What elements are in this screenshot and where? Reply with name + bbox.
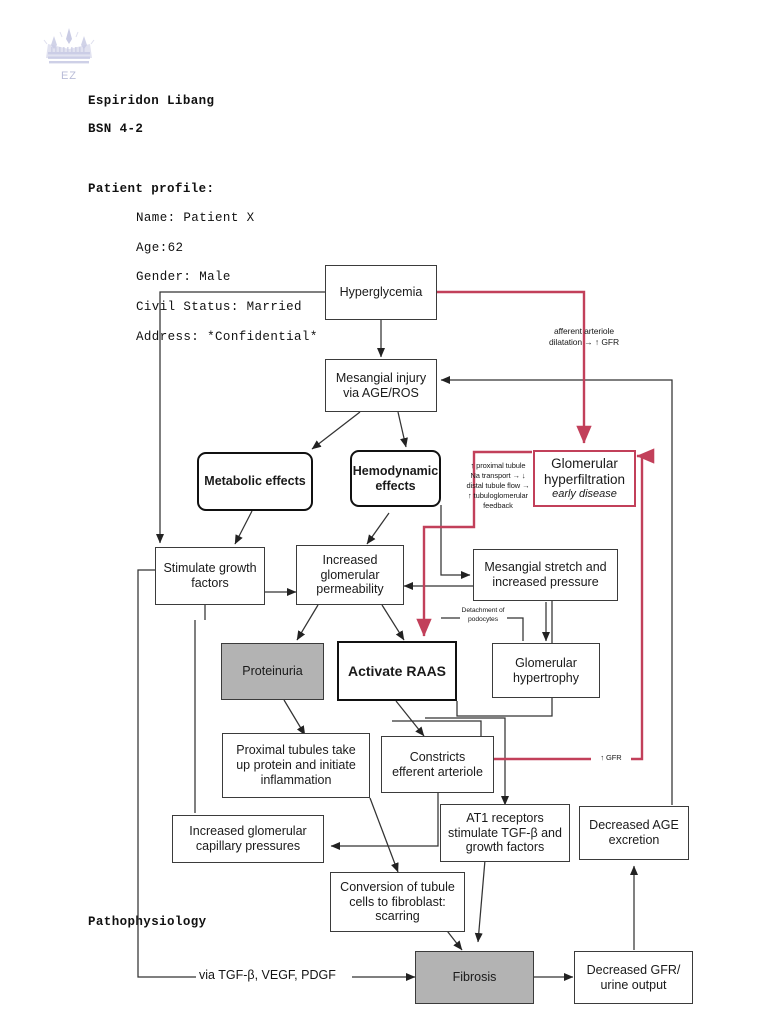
node-label: Fibrosis (452, 970, 497, 985)
node-at1-receptors[interactable]: AT1 receptors stimulate TGF-β and growth… (440, 804, 570, 862)
node-label-line3: inflammation (260, 772, 332, 787)
node-increased-glomerular-capillary-pressures[interactable]: Increased glomerular capillary pressures (172, 815, 324, 863)
profile-field-address: Address: *Confidential* (136, 330, 318, 344)
node-label-line1: AT1 receptors (466, 810, 544, 825)
node-decreased-age-excretion[interactable]: Decreased AGE excretion (579, 806, 689, 860)
node-mesangial-injury[interactable]: Mesangial injury via AGE/ROS (325, 359, 437, 412)
node-label-line2: up protein and initiate (236, 758, 356, 773)
node-label-line3: permeability (316, 582, 384, 597)
node-proteinuria[interactable]: Proteinuria (221, 643, 324, 700)
node-label-line1: Mesangial injury (335, 370, 427, 385)
profile-field-age: Age:62 (136, 241, 184, 255)
node-glomerular-hypertrophy[interactable]: Glomerular hypertrophy (492, 643, 600, 698)
node-label-line1: Glomerular (551, 456, 618, 471)
annotation-line2: podocytes (467, 615, 499, 623)
node-label-line1: Glomerular (515, 655, 577, 670)
node-sublabel: early disease (552, 487, 617, 500)
node-label: Activate RAAS (347, 662, 447, 679)
patient-profile-heading: Patient profile: (88, 182, 215, 196)
node-fibrosis[interactable]: Fibrosis (415, 951, 534, 1004)
logo-label: EZ (60, 70, 78, 82)
node-mesangial-stretch[interactable]: Mesangial stretch and increased pressure (473, 549, 618, 601)
node-label-line1: Decreased AGE (589, 818, 679, 833)
annotation-line5: feedback (483, 500, 513, 510)
node-label-line1: Mesangial stretch and (484, 560, 607, 575)
section-label: BSN 4-2 (88, 122, 144, 136)
node-label-line1: Hemodynamic (352, 463, 439, 478)
node-label-line1: Conversion of tubule (340, 879, 455, 894)
node-label-line2: via AGE/ROS (343, 385, 419, 400)
node-hemodynamic-effects[interactable]: Hemodynamic effects (350, 450, 441, 507)
annotation-line3: distal tubule flow → (466, 480, 530, 490)
node-label-line2: stimulate TGF-β and (448, 825, 562, 840)
annotation-line1: Detachment of (461, 607, 505, 614)
node-label-line1: Increased glomerular (189, 824, 307, 839)
node-label: Hyperglycemia (339, 285, 423, 300)
pathophysiology-heading: Pathophysiology (88, 915, 207, 929)
annotation-afferent-arteriole: afferent arteriole dilatation → ↑ GFR (528, 326, 640, 348)
author-name: Espiridon Libang (88, 94, 215, 108)
annotation-gfr-up: ↑ GFR (591, 753, 631, 763)
annotation-line1: ↑ GFR (600, 753, 622, 762)
annotation-line1: ↑ proximal tubule (470, 461, 526, 470)
node-activate-raas[interactable]: Activate RAAS (337, 641, 457, 701)
node-label-line2: cells to fibroblast: (349, 894, 446, 909)
node-proximal-tubules[interactable]: Proximal tubules take up protein and ini… (222, 733, 370, 798)
annotation-detachment-of-podocytes: Detachment of podocytes (455, 607, 511, 625)
node-label-line1: Constricts (409, 749, 466, 764)
node-metabolic-effects[interactable]: Metabolic effects (197, 452, 313, 511)
annotation-tubuloglomerular-feedback: ↑ proximal tubule Na transport → ↓ dista… (462, 461, 534, 510)
node-label-line2: hypertrophy (512, 670, 579, 685)
crown-logo-icon (36, 22, 102, 88)
node-label-line2: capillary pressures (195, 839, 301, 853)
node-decreased-gfr-urine-output[interactable]: Decreased GFR/ urine output (574, 951, 693, 1004)
annotation-line2: dilatation → ↑ GFR (548, 337, 619, 348)
node-label-line2: hyperfiltration (543, 471, 626, 487)
node-label-line2: efferent arteriole (392, 764, 483, 779)
node-label-line2: increased pressure (492, 575, 599, 589)
node-constricts-efferent-arteriole[interactable]: Constricts efferent arteriole (381, 736, 494, 793)
profile-field-name: Name: Patient X (136, 211, 255, 225)
node-label-line2: excretion (608, 833, 660, 847)
node-stimulate-growth-factors[interactable]: Stimulate growth factors (155, 547, 265, 605)
node-increased-glomerular-permeability[interactable]: Increased glomerular permeability (296, 545, 404, 605)
node-label-line3: growth factors (465, 840, 545, 855)
node-label-line2: factors (191, 576, 229, 590)
annotation-line1: afferent arteriole (554, 326, 614, 336)
node-label-line1: Increased (322, 552, 378, 567)
node-label: Proteinuria (242, 664, 303, 679)
node-label: Metabolic effects (204, 474, 306, 489)
node-label-line1: Decreased GFR/ (586, 962, 681, 977)
node-glomerular-hyperfiltration[interactable]: Glomerular hyperfiltration early disease (533, 450, 636, 507)
node-label-line2: effects (375, 478, 416, 493)
profile-field-gender: Gender: Male (136, 270, 231, 284)
node-hyperglycemia[interactable]: Hyperglycemia (325, 265, 437, 320)
node-conversion-tubule-fibroblast[interactable]: Conversion of tubule cells to fibroblast… (330, 872, 465, 932)
node-label-line3: scarring (375, 909, 420, 924)
node-label-line1: Proximal tubules take (236, 743, 356, 758)
annotation-line4: ↑ tubuloglomerular (468, 490, 528, 500)
node-label-line2: urine output (600, 977, 667, 992)
edge-label-via-growth-factors: via TGF-β, VEGF, PDGF (196, 968, 339, 982)
node-label-line2: glomerular (320, 567, 380, 582)
profile-field-civil-status: Civil Status: Married (136, 300, 302, 314)
node-label-line1: Stimulate growth (163, 561, 257, 576)
annotation-line2: Na transport → ↓ (470, 470, 526, 480)
